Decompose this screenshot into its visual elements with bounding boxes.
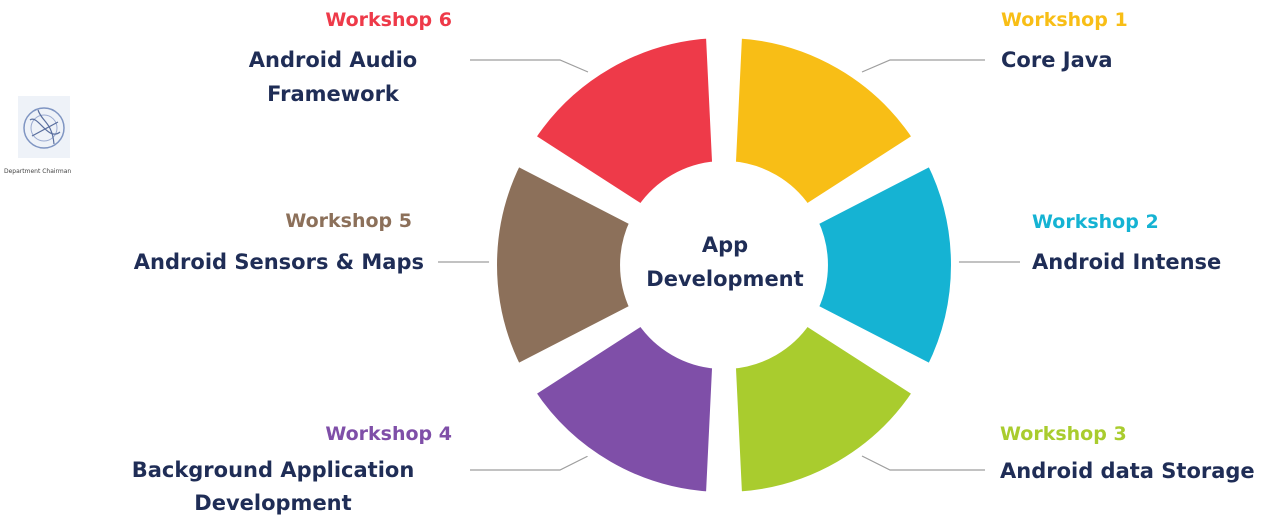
segment-workshop-3 [727,317,921,500]
center-label: App Development [605,228,845,296]
workshop-4-label: Workshop 4 [325,423,452,445]
connectors [438,59,1020,471]
connector-workshop-1 [861,59,985,73]
segment-workshop-2 [810,157,959,373]
segment-workshop-6 [527,30,721,213]
segment-workshop-1 [727,30,921,213]
workshop-5-title: Android Sensors & Maps [133,250,424,274]
workshop-2-title: Android Intense [1032,250,1222,274]
connector-workshop-6 [470,59,589,73]
workshop-6-title-line-1: Android Audio [248,48,418,72]
workshop-4-title-line-2: Development [194,491,352,515]
workshop-4-title-line-1: Background Application [131,458,415,482]
workshop-2-label: Workshop 2 [1032,211,1159,233]
workshop-1-title: Core Java [1001,48,1113,72]
workshop-3-title: Android data Storage [1000,459,1255,483]
center-label-line-2: Development [646,267,804,291]
workshop-6-label: Workshop 6 [325,9,452,31]
segment-workshop-4 [527,317,721,500]
workshop-6-title-line-2: Framework [267,82,399,106]
ring-segments [489,30,959,500]
workshop-5-label: Workshop 5 [285,210,412,232]
connector-workshop-4 [470,455,589,471]
workshop-1-label: Workshop 1 [1001,9,1128,31]
segment-workshop-5 [489,157,638,373]
workshop-3-label: Workshop 3 [1000,423,1127,445]
connector-workshop-3 [861,455,985,471]
center-label-line-1: App [701,233,749,257]
signature-seal-icon [18,96,70,158]
stamp-caption: Department Chairman [4,168,72,175]
